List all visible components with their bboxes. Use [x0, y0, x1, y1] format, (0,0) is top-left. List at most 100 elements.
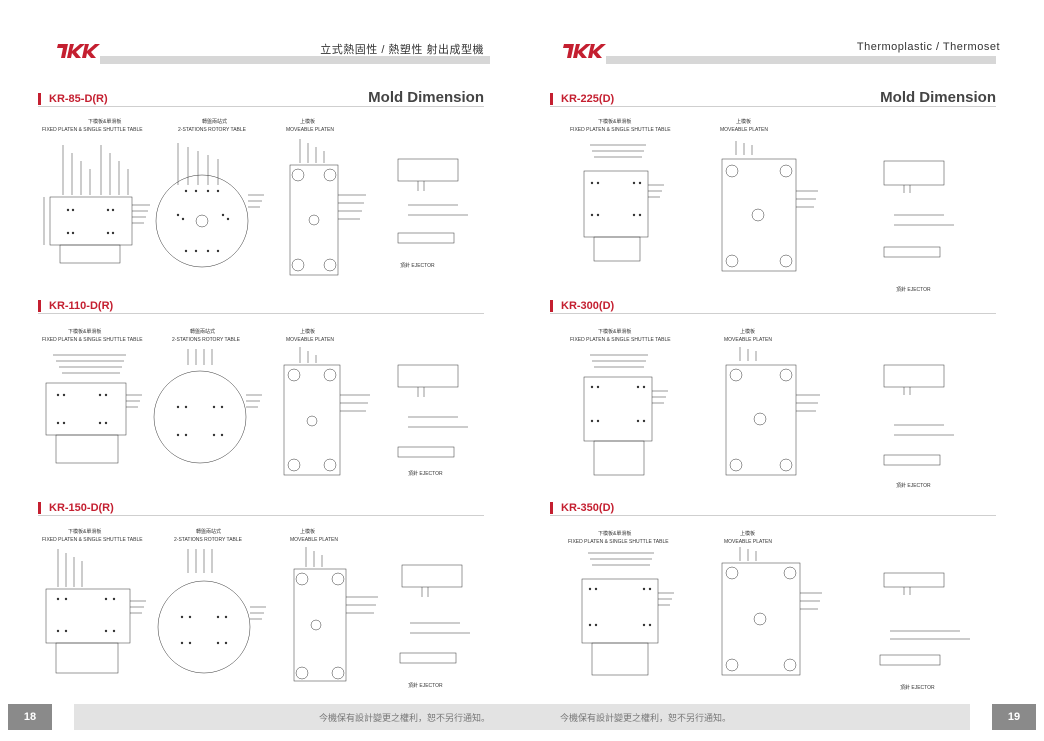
caption-fixed-zh: 下模板&單滑板 — [88, 118, 121, 125]
section-title: Mold Dimension — [368, 89, 484, 106]
ejector-label: 頂針 EJECTOR — [896, 482, 931, 489]
fixed-platen-drawing — [583, 144, 664, 262]
caption-fixed-en: FIXED PLATEN & SINGLE SHUTTLE TABLE — [568, 539, 669, 545]
rotary-table-holes — [176, 405, 224, 437]
left-page: 立式熱固性 / 熱塑性 射出成型機 KR-85-D(R) Mold Dimens… — [8, 44, 522, 730]
moveable-platen-drawing — [289, 139, 366, 276]
caption-moveable-en: MOVEABLE PLATEN — [724, 337, 772, 343]
footer-bar — [522, 704, 970, 730]
rotary-table-drawing — [157, 549, 266, 674]
ejector-drawing — [883, 160, 954, 258]
ejector-label: 頂針 EJECTOR — [408, 682, 443, 689]
drawing-row-3: 下模板&單滑板 FIXED PLATEN & SINGLE SHUTTLE TA… — [42, 528, 470, 689]
drawing-row-2: 下模板&單滑板 FIXED PLATEN & SINGLE SHUTTLE TA… — [570, 328, 954, 489]
footer-note: 今機保有設計變更之權利，恕不另行通知。 — [560, 713, 732, 723]
ejector-label: 頂針 EJECTOR — [896, 286, 931, 293]
rotary-table-holes — [176, 189, 230, 253]
rotary-table-drawing — [153, 349, 262, 464]
caption-rotary-en: 2-STATIONS ROTORY TABLE — [172, 337, 241, 343]
caption-moveable-zh: 上模板 — [300, 118, 315, 125]
caption-fixed-en: FIXED PLATEN & SINGLE SHUTTLE TABLE — [42, 337, 143, 343]
fixed-platen-drawing — [45, 354, 142, 464]
caption-fixed-en: FIXED PLATEN & SINGLE SHUTTLE TABLE — [570, 127, 671, 133]
model-title: KR-300(D) — [550, 300, 614, 312]
fixed-platen-holes — [588, 587, 652, 627]
section-divider — [550, 106, 996, 107]
right-page: Thermoplastic / Thermoset KR-225(D) Mold… — [522, 0, 1044, 741]
ejector-drawing — [879, 572, 970, 666]
moveable-platen-drawing — [725, 347, 820, 476]
moveable-platen-drawing — [293, 547, 378, 682]
caption-rotary-en: 2-STATIONS ROTORY TABLE — [178, 127, 247, 133]
tkk-logo-icon — [563, 44, 606, 58]
moveable-platen-drawing — [283, 347, 370, 476]
model-title: KR-350(D) — [550, 502, 614, 514]
caption-moveable-zh: 上模板 — [740, 328, 755, 335]
caption-rotary-zh: 轉盤兩站式 — [202, 118, 227, 125]
model-title: KR-150-D(R) — [38, 502, 114, 514]
page-number: 19 — [992, 704, 1036, 730]
fixed-platen-holes — [56, 393, 108, 425]
model-title: KR-110-D(R) — [38, 300, 113, 312]
caption-rotary-en: 2-STATIONS ROTORY TABLE — [174, 537, 243, 543]
caption-fixed-zh: 下模板&單滑板 — [68, 328, 101, 335]
caption-fixed-en: FIXED PLATEN & SINGLE SHUTTLE TABLE — [42, 537, 143, 543]
header-bar — [100, 56, 490, 64]
caption-fixed-zh: 下模板&單滑板 — [68, 528, 101, 535]
caption-fixed-zh: 下模板&單滑板 — [598, 118, 631, 125]
fixed-platen-holes — [590, 385, 646, 423]
caption-rotary-zh: 轉盤兩站式 — [190, 328, 215, 335]
caption-moveable-zh: 上模板 — [736, 118, 751, 125]
caption-fixed-zh: 下模板&單滑板 — [598, 328, 631, 335]
fixed-platen-holes — [66, 208, 115, 235]
model-title: KR-85-D(R) — [38, 93, 108, 105]
section-divider — [38, 106, 484, 107]
fixed-platen-holes — [56, 597, 116, 633]
page-number: 18 — [8, 704, 52, 730]
header-bar — [606, 56, 996, 64]
section-title: Mold Dimension — [880, 89, 996, 106]
moveable-platen-drawing — [721, 141, 818, 272]
ejector-drawing — [397, 158, 468, 244]
caption-moveable-en: MOVEABLE PLATEN — [724, 539, 772, 545]
section-divider — [38, 515, 484, 516]
drawing-row-2: 下模板&單滑板 FIXED PLATEN & SINGLE SHUTTLE TA… — [42, 328, 468, 477]
ejector-drawing — [883, 364, 954, 466]
footer-bar — [74, 704, 522, 730]
section-divider — [38, 313, 484, 314]
fixed-platen-drawing — [581, 552, 674, 676]
caption-moveable-zh: 上模板 — [300, 528, 315, 535]
caption-moveable-en: MOVEABLE PLATEN — [290, 537, 338, 543]
drawing-row-1: 下模板&單滑板 FIXED PLATEN & SINGLE SHUTTLE TA… — [570, 118, 954, 293]
drawing-row-3: 下模板&單滑板 FIXED PLATEN & SINGLE SHUTTLE TA… — [568, 530, 970, 691]
caption-moveable-en: MOVEABLE PLATEN — [286, 337, 334, 343]
ejector-drawing — [397, 364, 468, 458]
ejector-label: 頂針 EJECTOR — [400, 262, 435, 269]
rotary-table-drawing — [155, 143, 264, 268]
caption-moveable-zh: 上模板 — [300, 328, 315, 335]
fixed-platen-drawing — [43, 145, 150, 264]
ejector-label: 頂針 EJECTOR — [408, 470, 443, 477]
header-text: 立式熱固性 / 熱塑性 射出成型機 — [320, 44, 484, 56]
fixed-platen-drawing — [45, 549, 146, 674]
section-divider — [550, 313, 996, 314]
caption-fixed-en: FIXED PLATEN & SINGLE SHUTTLE TABLE — [570, 337, 671, 343]
ejector-drawing — [399, 564, 470, 664]
moveable-platen-drawing — [721, 547, 822, 676]
drawing-row-1: 下模板&單滑板 FIXED PLATEN & SINGLE SHUTTLE TA… — [42, 118, 468, 276]
fixed-platen-drawing — [583, 354, 668, 476]
section-divider — [550, 515, 996, 516]
rotary-table-holes — [180, 615, 228, 645]
tkk-logo-icon — [57, 44, 100, 58]
caption-moveable-en: MOVEABLE PLATEN — [720, 127, 768, 133]
ejector-label: 頂針 EJECTOR — [900, 684, 935, 691]
fixed-platen-holes — [590, 181, 642, 217]
caption-moveable-en: MOVEABLE PLATEN — [286, 127, 334, 133]
model-title: KR-225(D) — [550, 93, 614, 105]
header-text: Thermoplastic / Thermoset — [856, 41, 1000, 53]
caption-fixed-en: FIXED PLATEN & SINGLE SHUTTLE TABLE — [42, 127, 143, 133]
caption-fixed-zh: 下模板&單滑板 — [598, 530, 631, 537]
caption-rotary-zh: 轉盤兩站式 — [196, 528, 221, 535]
footer-note: 今機保有設計變更之權利，恕不另行通知。 — [318, 713, 490, 723]
caption-moveable-zh: 上模板 — [740, 530, 755, 537]
